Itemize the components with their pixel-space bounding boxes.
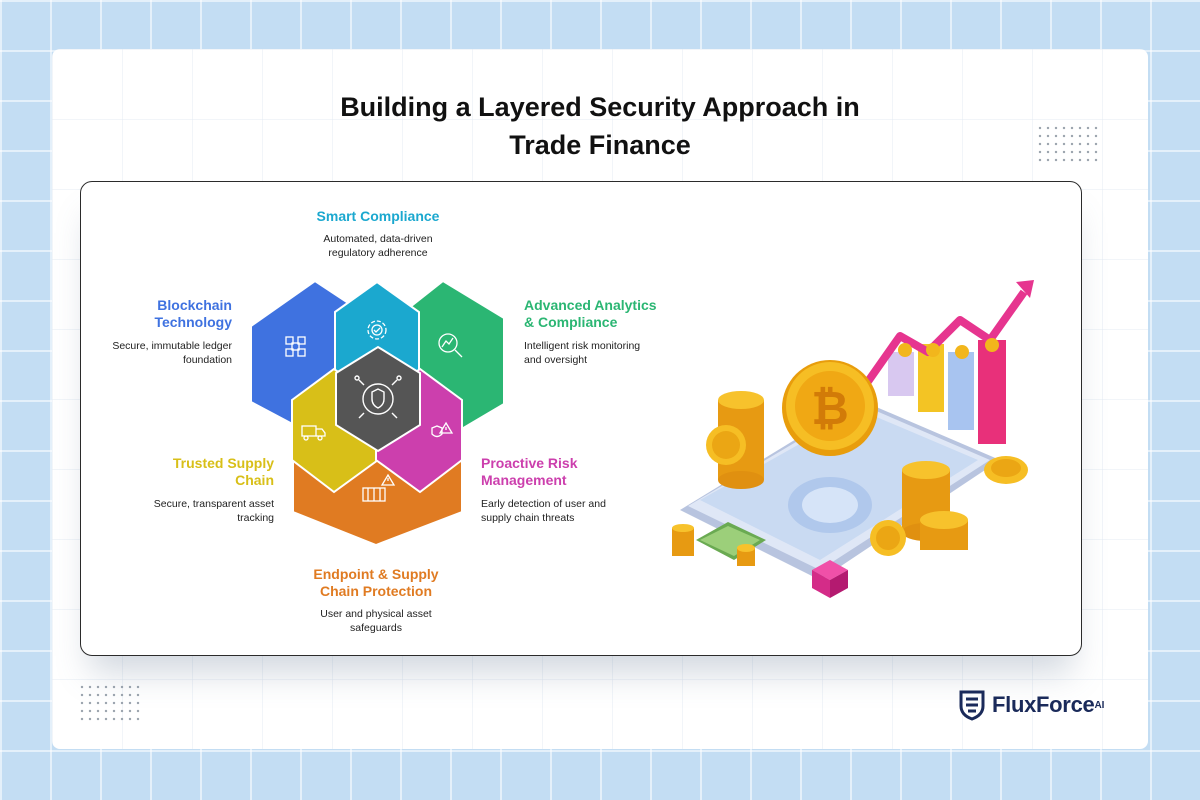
desc-blockchain: Secure, immutable ledger foundation bbox=[112, 340, 232, 366]
coin-stack-right bbox=[870, 456, 1028, 556]
label-proactive-risk: Proactive Risk Management bbox=[481, 455, 578, 488]
desc-smart-compliance: Automated, data-driven regulatory adhere… bbox=[323, 233, 433, 259]
smartphone bbox=[680, 400, 1000, 580]
brand-suffix: AI bbox=[1094, 699, 1105, 711]
desc-proactive-risk: Early detection of user and supply chain… bbox=[481, 498, 606, 524]
shield-network-icon bbox=[354, 375, 402, 419]
block-network-icon bbox=[285, 336, 306, 357]
label-smart-compliance: Smart Compliance bbox=[316, 208, 440, 224]
brand-name: FluxForce bbox=[992, 692, 1095, 717]
bitcoin-coin-large: ₿ bbox=[782, 360, 878, 456]
shield-logo-icon bbox=[959, 690, 985, 721]
desc-endpoint-protection: User and physical asset safeguards bbox=[320, 608, 432, 634]
pink-cube bbox=[812, 560, 848, 598]
dot-pattern-bottom-left bbox=[78, 683, 142, 723]
label-trusted-supply: Trusted Supply Chain bbox=[172, 455, 274, 488]
gear-check-icon bbox=[367, 320, 387, 340]
delivery-truck-icon bbox=[301, 425, 326, 441]
desc-advanced-analytics: Intelligent risk monitoring and oversigh… bbox=[524, 340, 641, 366]
dot-pattern-top-right bbox=[1036, 124, 1100, 164]
label-blockchain: Blockchain Technology bbox=[154, 297, 232, 330]
warning-shield-icon bbox=[431, 421, 454, 438]
warning-container-icon bbox=[362, 473, 396, 502]
chart-magnifier-icon bbox=[438, 333, 463, 358]
layered-hexagon-diagram bbox=[250, 279, 505, 547]
page-title: Building a Layered Security Approach in … bbox=[340, 92, 860, 160]
hex-center bbox=[335, 345, 421, 453]
svg-text:₿: ₿ bbox=[811, 381, 849, 435]
desc-trusted-supply: Secure, transparent asset tracking bbox=[153, 498, 274, 524]
diagram-panel bbox=[80, 181, 1082, 656]
crypto-finance-illustration: ₿ bbox=[672, 280, 1034, 598]
rising-bar-chart bbox=[858, 280, 1034, 444]
cash-and-coins bbox=[672, 522, 766, 566]
label-endpoint-protection: Endpoint & Supply Chain Protection bbox=[313, 566, 439, 599]
coin-stack-left bbox=[706, 391, 764, 489]
label-advanced-analytics: Advanced Analytics & Compliance bbox=[524, 297, 657, 330]
